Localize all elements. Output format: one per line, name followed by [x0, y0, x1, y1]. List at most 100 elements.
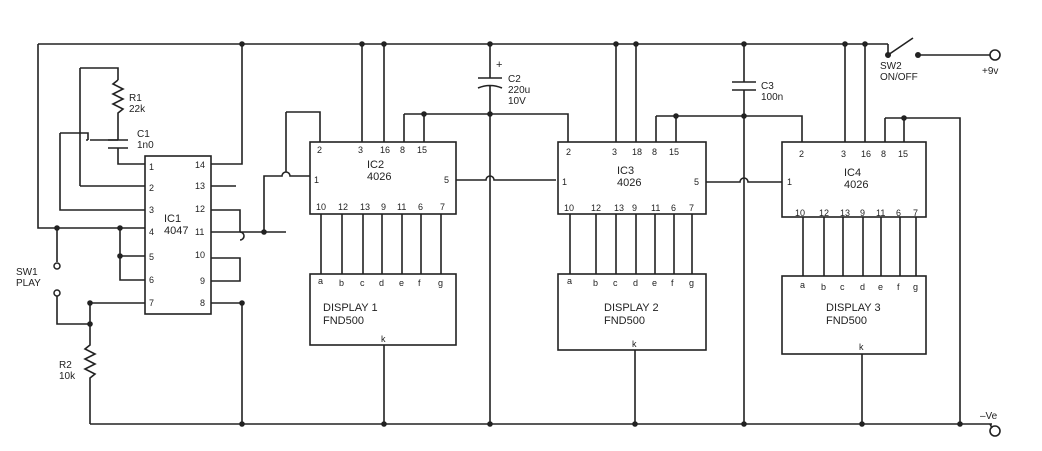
ic4-pin: 11 — [876, 208, 885, 218]
ic2-pin: 11 — [397, 202, 406, 212]
c2-capacitor: + C2 220u 10V — [477, 44, 530, 424]
display-2: DISPLAY 2 FND500 k a b c d e f g — [557, 273, 707, 351]
ic3-pin: 18 — [632, 147, 642, 157]
ic4-ref: IC4 — [844, 167, 861, 179]
ic4-pin: 10 — [795, 208, 805, 218]
segment-label: f — [671, 278, 674, 288]
c2-polarity: + — [496, 59, 502, 71]
c2-voltage: 10V — [508, 96, 526, 107]
segment-label: a — [800, 280, 805, 290]
ic2-pin: 15 — [417, 145, 427, 155]
c2-ref: C2 — [508, 74, 521, 85]
c3-capacitor: C3 100n — [732, 44, 783, 424]
segment-label: d — [633, 278, 638, 288]
ic1-pin: 7 — [149, 298, 154, 308]
ic3-pin: 3 — [612, 147, 617, 157]
ic4-pin: 2 — [799, 149, 804, 159]
segment-label: g — [913, 282, 918, 292]
display-1: DISPLAY 1 FND500 k a b c d e f g — [309, 273, 457, 346]
ic2-pin: 9 — [381, 202, 386, 212]
ic4-pin: 8 — [881, 149, 886, 159]
display-2-segment-wires — [569, 214, 693, 274]
ic3-pin: 15 — [669, 147, 679, 157]
ic4-pin: 13 — [840, 208, 850, 218]
segment-label: a — [318, 276, 323, 286]
ic4-pin: 9 — [860, 208, 865, 218]
ic3-pin: 9 — [632, 203, 637, 213]
negative-terminal: –Ve — [980, 411, 1001, 437]
ic3-pin: 7 — [689, 203, 694, 213]
ic1-pin: 2 — [149, 183, 154, 193]
segment-label: f — [897, 282, 900, 292]
sw1-ref: SW1 — [16, 267, 38, 278]
ic4-pin: 7 — [913, 208, 918, 218]
ic1-pin: 14 — [195, 160, 205, 170]
ic3-pin: 13 — [614, 203, 624, 213]
display-3-segment-wires — [802, 217, 917, 276]
segment-label: d — [379, 278, 384, 288]
ic2-pin: 7 — [440, 202, 445, 212]
ic1-pin: 10 — [195, 250, 205, 260]
segment-label: f — [418, 278, 421, 288]
segment-label: g — [689, 278, 694, 288]
ic3-pin: 1 — [562, 177, 567, 187]
ic2-pin: 5 — [444, 175, 449, 185]
c1-capacitor: C1 1n0 — [108, 126, 154, 165]
ic4-wiring — [844, 44, 961, 424]
ic2-wiring — [263, 44, 569, 424]
ic3-pin: 10 — [564, 203, 574, 213]
segment-label: c — [613, 278, 618, 288]
display-3: DISPLAY 3 FND500 k a b c d e f g — [781, 275, 927, 355]
ic1-pin: 3 — [149, 205, 154, 215]
ic4-pin: 16 — [861, 149, 871, 159]
display-2-common: k — [632, 339, 637, 349]
ic1-part: 4047 — [164, 225, 188, 237]
ic3-pin: 2 — [566, 147, 571, 157]
r2-resistor: R2 10k — [59, 303, 97, 424]
ic1-pin: 9 — [200, 276, 205, 286]
ic3-chip: IC3 4026 2 3 18 8 15 1 5 10 12 13 9 11 6… — [557, 141, 707, 215]
segment-label: e — [652, 278, 657, 288]
ic1-pin: 13 — [195, 181, 205, 191]
ic3-ref: IC3 — [617, 165, 634, 177]
display-1-name: DISPLAY 1 — [323, 302, 378, 314]
segment-label: d — [860, 282, 865, 292]
junction-dots — [54, 41, 963, 427]
ic1-pin: 8 — [200, 298, 205, 308]
segment-label: g — [438, 278, 443, 288]
segment-label: b — [593, 278, 598, 288]
ic2-pin: 13 — [360, 202, 370, 212]
ic3-pin: 5 — [694, 177, 699, 187]
r2-ref: R2 — [59, 360, 72, 371]
r1-value: 22k — [129, 104, 146, 115]
ic1-ref: IC1 — [164, 213, 181, 225]
ic2-chip: IC2 4026 2 3 16 8 15 1 5 10 12 13 9 11 6… — [309, 141, 457, 215]
segment-label: b — [821, 282, 826, 292]
segment-label: e — [399, 278, 404, 288]
sw2-label: ON/OFF — [880, 72, 918, 83]
ic4-pin: 1 — [787, 177, 792, 187]
ic1-chip: IC1 4047 1 2 3 4 5 6 7 14 13 12 11 10 9 … — [144, 155, 212, 315]
display-2-name: DISPLAY 2 — [604, 302, 659, 314]
ic1-pin: 5 — [149, 252, 154, 262]
segment-label: e — [878, 282, 883, 292]
segment-label: b — [339, 278, 344, 288]
ic3-wiring — [615, 44, 803, 424]
ic3-pin: 12 — [591, 203, 601, 213]
segment-label: a — [567, 276, 572, 286]
segment-label: c — [360, 278, 365, 288]
ic3-pin: 6 — [671, 203, 676, 213]
ic1-wiring — [59, 44, 286, 424]
ic4-pin: 12 — [819, 208, 829, 218]
display-2-part: FND500 — [604, 315, 645, 327]
ic2-pin: 16 — [380, 145, 390, 155]
r1-resistor: R1 22k — [111, 79, 146, 126]
ic2-part: 4026 — [367, 171, 391, 183]
ic1-pin: 11 — [195, 227, 204, 237]
c1-value: 1n0 — [137, 140, 154, 151]
ic1-pin: 6 — [149, 275, 154, 285]
negative-supply-label: –Ve — [980, 411, 998, 422]
sw2-switch: SW2 ON/OFF — [880, 37, 921, 83]
ic4-pin: 6 — [896, 208, 901, 218]
